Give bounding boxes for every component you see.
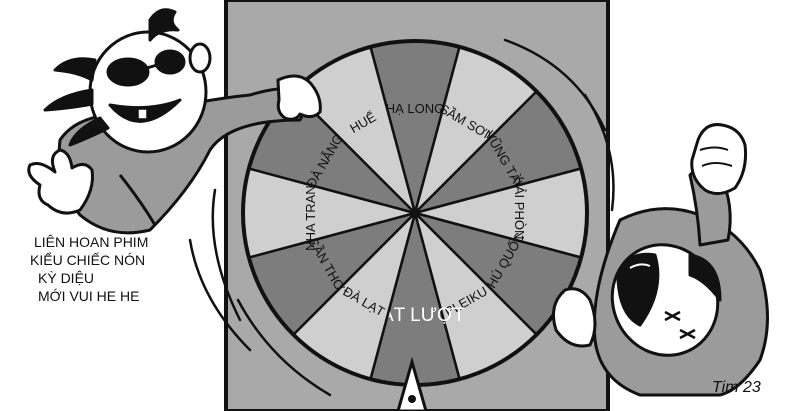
cheering-man-character [552, 123, 769, 397]
caption-line: LIÊN HOAN PHIM [34, 234, 148, 250]
wheel-segment-label: HẢI PHÒNG [512, 177, 527, 250]
caption-line: KIỂU CHIẾC NÓN [30, 251, 145, 268]
caption: LIÊN HOAN PHIM KIỂU CHIẾC NÓN KỲ DIỆU MỚ… [30, 234, 148, 304]
wheel-pointer [396, 356, 428, 411]
wheel-hub [410, 208, 420, 218]
artist-signature: Tim 23 [712, 379, 761, 396]
caption-line: KỲ DIỆU [38, 270, 94, 286]
motion-lines [188, 38, 615, 397]
bald-man-character [27, 8, 322, 235]
caption-line: MỚI VUI HE HE [38, 288, 139, 304]
wheel-segment-label: NHA TRANG [303, 175, 318, 251]
wheel-segment-label: HẠ LONG [386, 101, 445, 116]
